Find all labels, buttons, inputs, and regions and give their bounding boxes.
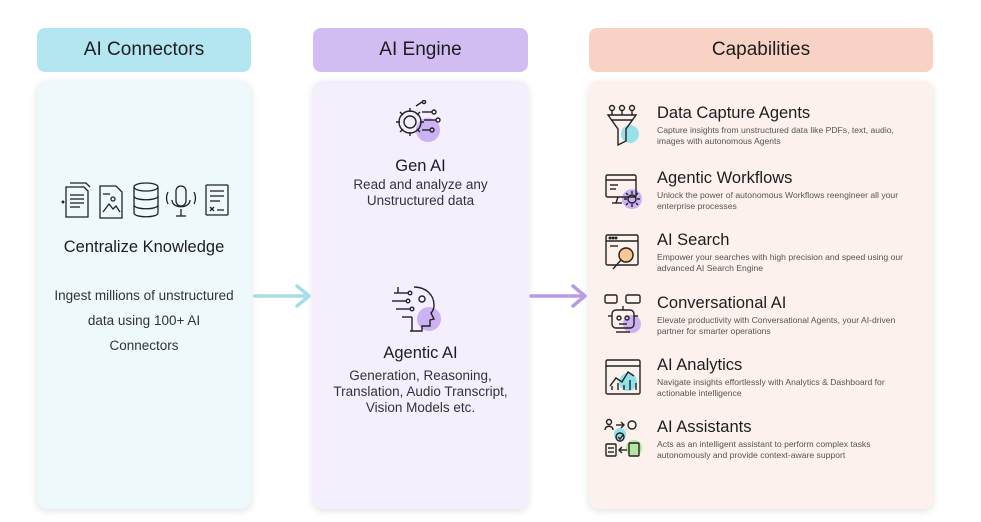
form-icon <box>205 184 229 216</box>
capability-description: Navigate insights effortlessly with Anal… <box>657 377 885 398</box>
capabilities-header: Capabilities <box>589 28 933 72</box>
centralize-knowledge-description: Ingest millions of unstructured data usi… <box>54 288 234 353</box>
capability-data-capture-agents: Data Capture Agents Capture insights fro… <box>604 104 924 160</box>
capability-description: Capture insights from unstructured data … <box>657 125 894 146</box>
capability-title: AI Analytics <box>657 356 743 374</box>
agentic-ai-title: Agentic AI <box>383 344 458 362</box>
capability-title: AI Assistants <box>657 418 752 436</box>
capability-title: AI Search <box>657 231 730 249</box>
capability-description: Acts as an intelligent assistant to perf… <box>657 439 871 460</box>
capability-title: Agentic Workflows <box>657 169 793 187</box>
capability-title: Conversational AI <box>657 294 787 312</box>
gen-ai-title: Gen AI <box>395 157 446 175</box>
ai-connectors-header-label: AI Connectors <box>83 39 205 60</box>
ai-head-icon <box>392 286 441 332</box>
gen-ai-description: Read and analyze any Unstructured data <box>353 177 488 208</box>
assistant-tasks-icon <box>604 418 642 457</box>
ai-engine-header: AI Engine <box>313 28 528 72</box>
analytics-chart-icon <box>605 359 641 395</box>
capability-description: Elevate productivity with Conversational… <box>657 315 896 336</box>
microphone-icon <box>165 185 197 217</box>
data-source-icons <box>60 178 232 220</box>
database-icon <box>133 182 159 218</box>
search-window-icon <box>605 234 639 270</box>
centralize-knowledge-title: Centralize Knowledge <box>63 238 225 256</box>
capability-ai-analytics: AI Analytics Navigate insights effortles… <box>604 356 924 412</box>
agentic-ai-description: Generation, Reasoning, Translation, Audi… <box>333 368 508 415</box>
gear-circuit-icon <box>396 100 441 142</box>
capability-ai-assistants: AI Assistants Acts as an intelligent ass… <box>604 418 924 474</box>
document-icon <box>61 182 91 218</box>
robot-chat-icon <box>604 294 641 333</box>
capability-title: Data Capture Agents <box>657 104 811 122</box>
funnel-icon <box>606 104 639 147</box>
capability-conversational-ai: Conversational AI Elevate productivity w… <box>604 294 924 350</box>
workflow-gear-icon <box>605 174 642 209</box>
connectors-to-engine-arrow <box>253 284 311 308</box>
capability-ai-search: AI Search Empower your searches with hig… <box>604 231 924 287</box>
capabilities-header-label: Capabilities <box>711 39 811 60</box>
engine-to-capabilities-arrow <box>529 284 587 308</box>
capability-agentic-workflows: Agentic Workflows Unlock the power of au… <box>604 169 924 225</box>
capability-description: Empower your searches with high precisio… <box>657 252 904 273</box>
ai-engine-header-label: AI Engine <box>379 39 462 60</box>
ai-connectors-header: AI Connectors <box>37 28 251 72</box>
image-file-icon <box>99 185 123 219</box>
ai-engine-panel <box>313 81 528 509</box>
capabilities-panel <box>589 81 933 509</box>
capability-description: Unlock the power of autonomous Workflows… <box>657 190 899 211</box>
ai-connectors-panel <box>37 81 251 509</box>
